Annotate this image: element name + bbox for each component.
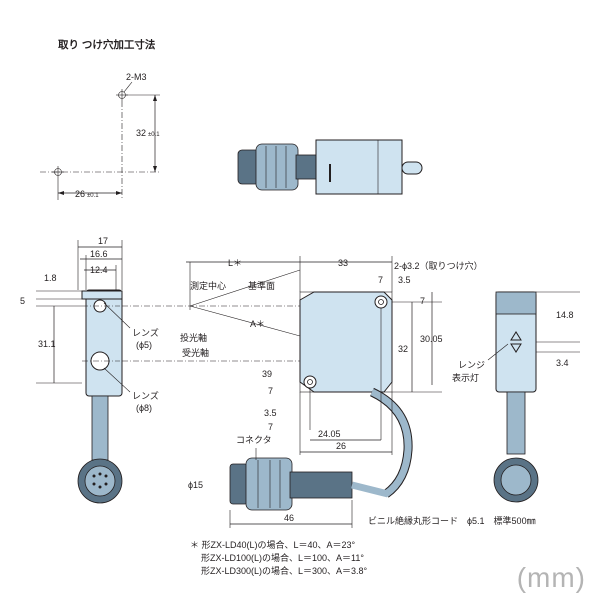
lens-emit-size: (ϕ5) [136,340,152,350]
left-dim-31-1: 31.1 [38,339,56,349]
right-dim-14-8: 14.8 [556,310,574,320]
dim-L: L＊ [228,258,242,268]
connector-length: 46 [284,513,294,523]
front-dim-3-5-top: 3.5 [398,275,411,285]
front-dim-26: 26 [336,441,346,451]
left-dim-16-6: 16.6 [90,249,108,259]
connector-diameter: ϕ15 [188,480,203,490]
front-dim-3-5-bottom: 3.5 [264,408,277,418]
left-dim-12-4: 12.4 [90,265,108,275]
unit-label: (mm) [516,562,586,593]
cord-note: ビニル絶縁丸形コード ϕ5.1 標準500㎜ [368,515,536,526]
right-side-view: 14.8 3.4 レンジ 表示灯 [452,291,580,503]
note-zx-ld300: 形ZX-LD300(L)の場合、L＝300、A＝3.8° [201,565,368,576]
measure-center-label: 測定中心 [190,280,226,291]
reference-plane-label: 基準面 [248,280,275,291]
drawing-title: 取り つけ穴加工寸法 [58,38,156,51]
hole-dim-26-tol: ±0.1 [87,193,99,199]
range-indicator-label-2: 表示灯 [452,372,479,383]
front-view: L＊ 33 2-ϕ3.2（取りつけ穴） 測定中心 基準面 A＊ 投光軸 受光軸 … [122,256,483,498]
hole-dim-26: 26 [75,189,85,199]
front-dim-30-05: 30.05 [420,334,443,344]
lens-emit-label: レンズ [132,327,159,338]
front-dim-39: 39 [262,369,272,379]
left-side-view: 17 16.6 12.4 1.8 5 31.1 レンズ (ϕ5) レンズ (ϕ8… [20,236,159,504]
connector-view: コネクタ ϕ15 46 [188,435,389,528]
hole-dim-32: 32 [136,128,146,138]
connector-label: コネクタ [236,435,272,445]
hole-dim-32-tol: ±0.1 [148,132,160,138]
left-dim-17: 17 [98,236,108,246]
emit-axis-label: 投光軸 [180,332,207,343]
right-dim-3-4: 3.4 [556,358,569,368]
hole-label-2m3: 2-M3 [126,72,147,82]
range-indicator-label-1: レンジ [458,360,485,370]
front-dim-7-right: 7 [420,296,425,306]
front-dim-24-05: 24.05 [318,429,341,439]
dim-33: 33 [338,258,348,268]
note-zx-ld40: ＊ 形ZX-LD40(L)の場合、L＝40、A＝23° [190,539,356,550]
front-dim-7-bottom: 7 [268,422,273,432]
front-dim-32: 32 [398,344,408,354]
front-dim-7-top: 7 [378,275,383,285]
lens-receive-size: (ϕ8) [136,403,152,413]
angle-label: A＊ [250,319,265,329]
receive-axis-label: 受光軸 [182,347,209,358]
top-sensor-illustration [237,139,423,195]
front-dim-7-bottom-left: 7 [268,386,273,396]
hole-note: 2-ϕ3.2（取りつけ穴） [394,260,483,271]
left-dim-5: 5 [20,296,25,306]
left-dim-1-8: 1.8 [44,273,57,283]
mounting-hole-drawing: 32 ±0.1 26 ±0.1 2-M3 [40,72,160,200]
note-zx-ld100: 形ZX-LD100(L)の場合、L＝100、A＝11° [201,552,364,563]
lens-receive-label: レンズ [132,390,159,401]
